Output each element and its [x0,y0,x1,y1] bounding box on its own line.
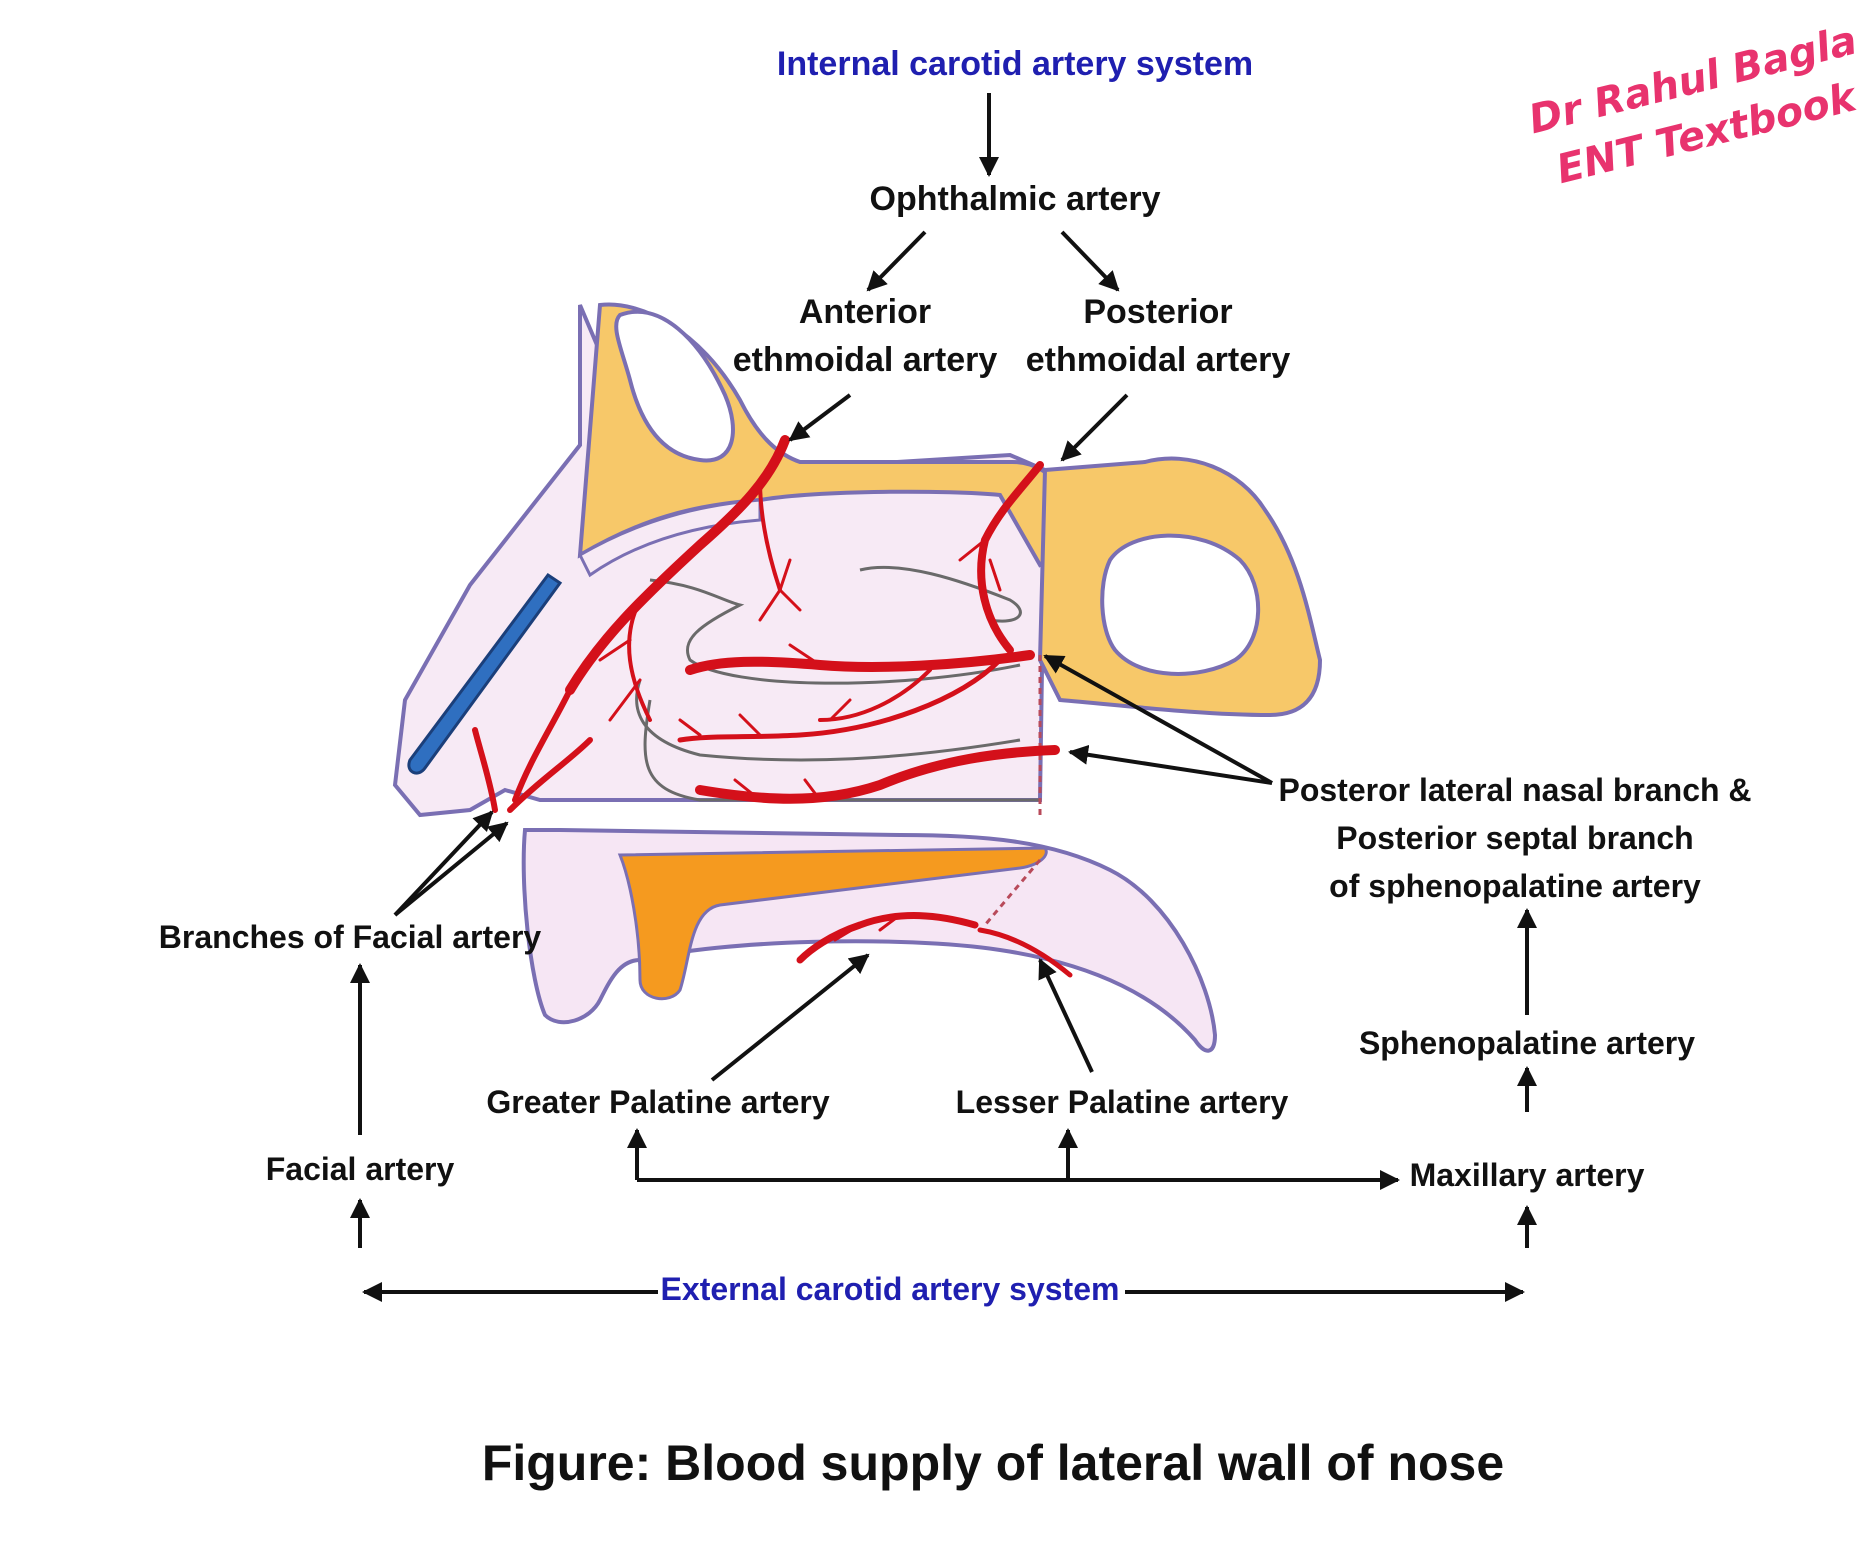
label-sphenopalatine-branches-line2: Posterior septal branch [1336,820,1693,856]
label-posterior-ethmoidal-line2: ethmoidal artery [1026,341,1291,379]
label-maxillary: Maxillary artery [1410,1157,1645,1193]
label-sphenopalatine-branches-line1: Posteror lateral nasal branch & [1278,772,1751,808]
hard-palate-bone [617,846,1048,1001]
flow-arrows [350,93,1537,1302]
label-facial-branches: Branches of Facial artery [159,919,542,955]
label-posterior-ethmoidal-line1: Posterior [1083,293,1232,331]
turbinates [635,565,1040,802]
label-anterior-ethmoidal-line2: ethmoidal artery [733,341,998,379]
label-lesser-palatine: Lesser Palatine artery [956,1084,1289,1120]
label-external-carotid: External carotid artery system [661,1271,1120,1307]
nasal-dorsum [578,498,762,578]
label-greater-palatine: Greater Palatine artery [486,1084,830,1120]
nasal-cartilage [407,572,563,775]
label-ophthalmic: Ophthalmic artery [870,180,1161,218]
sphenopalatine-dotted [983,655,1042,926]
label-sphenopalatine-branches-line3: of sphenopalatine artery [1329,868,1701,904]
figure-caption: Figure: Blood supply of lateral wall of … [482,1435,1504,1491]
arteries [472,435,1073,978]
watermark: Dr Rahul Bagla ENT Textbook [1524,17,1862,193]
label-internal-carotid: Internal carotid artery system [777,45,1253,83]
label-anterior-ethmoidal-line1: Anterior [799,293,931,331]
frontal-sinus [614,309,735,463]
label-facial: Facial artery [266,1151,455,1187]
nasal-anatomy-illustration [392,302,1323,1053]
sphenoid-sinus [1100,533,1261,676]
label-sphenopalatine: Sphenopalatine artery [1359,1025,1695,1061]
labels: Internal carotid artery system Ophthalmi… [159,45,1752,1491]
